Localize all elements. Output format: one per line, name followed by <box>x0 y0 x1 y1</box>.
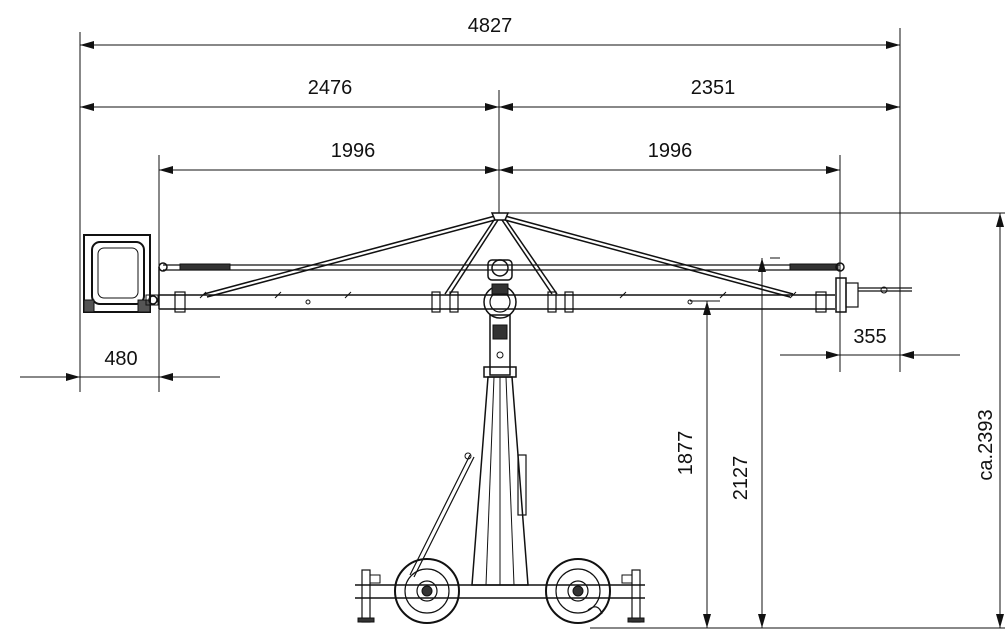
dimension-counterweight: 480 <box>20 348 220 381</box>
tension-cables <box>203 212 794 298</box>
overall-length-label: 4827 <box>468 15 513 37</box>
front-arm-label: 2351 <box>691 77 736 99</box>
front-overhang-label: 355 <box>853 326 886 348</box>
right-wheel <box>545 558 611 624</box>
pivot-head <box>483 259 517 378</box>
counterweight-label: 480 <box>104 348 137 370</box>
left-wheel <box>394 558 460 624</box>
dimension-front-arm: 2351 <box>499 77 900 111</box>
dimension-rod-height: 2127 <box>730 258 766 628</box>
rod-height-label: 2127 <box>730 456 752 501</box>
boom-arm <box>158 291 835 313</box>
dimension-front-rod: 1996 <box>499 140 840 174</box>
counterweight-box <box>83 234 159 313</box>
front-rod-label: 1996 <box>648 140 693 162</box>
rear-arm-label: 2476 <box>308 77 353 99</box>
dimension-rear-arm: 2476 <box>80 77 499 111</box>
rear-rod-label: 1996 <box>331 140 376 162</box>
dimension-front-overhang: 355 <box>780 326 960 359</box>
dimension-rear-rod: 1996 <box>159 140 499 174</box>
dimension-pivot-height: 1877 <box>675 301 711 628</box>
dimension-overall-length: 4827 <box>80 15 900 49</box>
pivot-height-label: 1877 <box>675 431 697 476</box>
base-trolley <box>355 569 645 623</box>
parallel-rod <box>158 262 845 295</box>
dimension-total-height: ca.2393 <box>975 213 1004 628</box>
camera-mount <box>835 277 912 313</box>
mast <box>409 376 529 586</box>
total-height-label: ca.2393 <box>975 409 997 480</box>
